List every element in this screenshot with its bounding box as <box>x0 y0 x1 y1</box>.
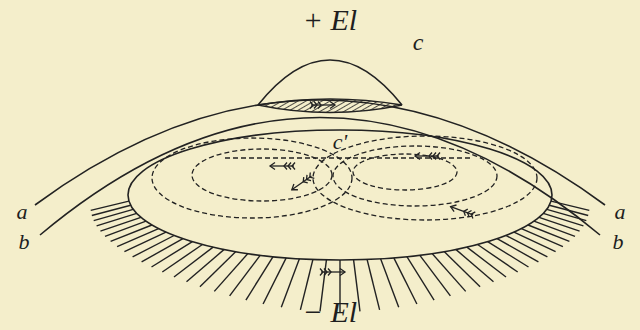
line-letter: b <box>19 231 30 253</box>
hatch-line <box>543 213 583 226</box>
hatch-line <box>467 247 506 277</box>
hatch-line <box>367 260 380 310</box>
hatch-line <box>230 255 261 296</box>
part-letter: c <box>413 30 424 54</box>
hatch-line <box>549 205 588 215</box>
lens-c-hatched <box>258 99 402 113</box>
curve-b <box>40 118 600 236</box>
line-letter: a <box>615 201 626 223</box>
hatch-line <box>381 259 399 308</box>
hatch-line <box>420 255 451 296</box>
feathered-arrow <box>270 163 295 170</box>
hatch-line <box>528 225 569 241</box>
hatch-line <box>534 221 575 236</box>
feathered-arrow <box>320 269 345 276</box>
hatch-line <box>117 229 159 247</box>
lens-c-prime <box>128 130 552 260</box>
lens-c <box>258 60 402 105</box>
charge-label: + El <box>303 5 357 35</box>
hatch-line <box>214 254 248 292</box>
hatch-line <box>152 242 193 267</box>
hatch-line <box>162 245 202 273</box>
charge-label: − El <box>303 297 357 327</box>
hatch-line <box>111 225 152 241</box>
hatch-line <box>187 249 225 281</box>
feathered-arrow <box>449 203 475 218</box>
hatch-line <box>142 239 183 262</box>
hatch-line <box>200 252 236 287</box>
feathered-arrow <box>290 173 314 193</box>
feathered-arrow <box>415 153 440 160</box>
hatch-line <box>394 258 417 304</box>
line-letter: b <box>613 231 624 253</box>
hatch-line <box>97 213 137 226</box>
hatch-line <box>92 205 131 215</box>
part-letter: c' <box>333 131 347 153</box>
hatch-line <box>133 236 175 257</box>
hatch-line <box>444 252 480 287</box>
curve-a <box>35 100 605 205</box>
hatch-line <box>432 254 466 292</box>
radial-hatching <box>91 201 590 312</box>
line-letter: a <box>17 201 28 223</box>
hatch-line <box>281 259 299 308</box>
hatch-line <box>539 217 580 231</box>
feathered-arrows <box>270 102 475 276</box>
hatch-line <box>124 232 166 252</box>
hatch-line <box>547 209 587 220</box>
hatch-line <box>407 257 434 300</box>
hatch-line <box>94 209 134 220</box>
hatch-line <box>100 217 140 231</box>
hatch-line <box>105 221 146 236</box>
feathered-arrow <box>310 102 335 109</box>
hatch-line <box>174 247 213 277</box>
hatch-line <box>91 201 129 210</box>
hatch-line <box>551 201 589 210</box>
hatch-line <box>456 249 494 281</box>
hatch-line <box>263 258 286 304</box>
